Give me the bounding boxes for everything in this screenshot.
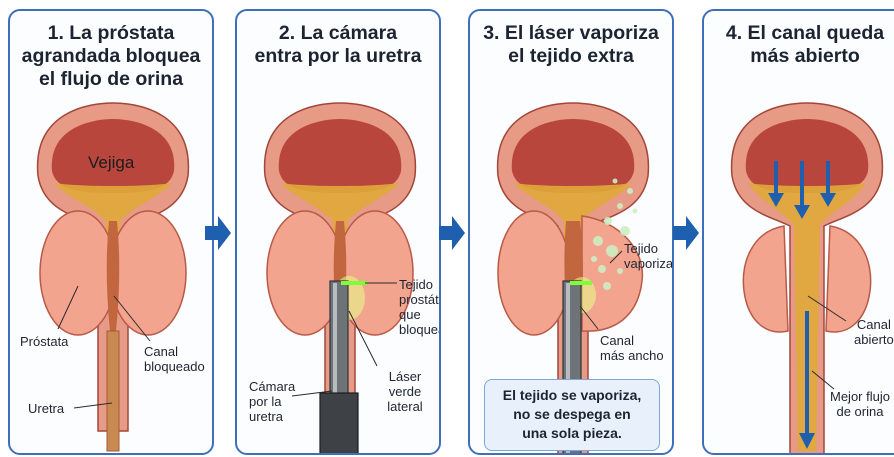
label-line: Cámara [249,379,295,394]
label-urethra: Uretra [28,401,64,416]
panel-step-2: 2. La cámara entra por la uretra Tejido … [235,9,441,455]
label-camera: Cámara por la uretra [249,379,295,424]
label-line: Mejor flujo [830,389,890,404]
label-open-canal: Canal abierto [854,317,894,347]
label-line: por la [249,394,295,409]
label-line: abierto [854,332,894,347]
next-arrow-icon [205,216,231,250]
note-line: no se despega en [485,405,659,424]
label-line: bloqueado [144,359,205,374]
label-line: Láser verde [371,369,439,399]
label-line: lateral [371,399,439,414]
label-vaporized-tissue: Tejido vaporizado [624,241,674,271]
note-line: una sola pieza. [485,424,659,443]
label-line: que bloquea [399,307,441,337]
label-line: de orina [830,404,890,419]
next-arrow-icon [439,216,465,250]
label-blocked-canal: Canal bloqueado [144,344,205,374]
cropped-header-fragment [200,0,760,6]
label-line: prostático [399,292,441,307]
label-line: Canal [854,317,894,332]
note-line: El tejido se vaporiza, [485,386,659,405]
label-lateral-laser: Láser verde lateral [371,369,439,414]
label-line: Canal [144,344,205,359]
label-better-flow: Mejor flujo de orina [830,389,890,419]
label-line: Tejido [624,241,674,256]
panel-step-1: 1. La próstata agrandada bloquea el fluj… [8,9,214,455]
label-bladder: Vejiga [88,155,134,170]
panel-step-3: 3. El láser vaporiza el tejido extra Tej… [468,9,674,455]
label-line: Tejido [399,277,441,292]
next-arrow-icon [673,216,699,250]
label-line: vaporizado [624,256,674,271]
label-wider-canal: Canal más ancho [600,333,664,363]
enlarged-prostate-illustration [10,11,214,455]
label-line: uretra [249,409,295,424]
vaporization-note: El tejido se vaporiza, no se despega en … [484,379,660,451]
label-line: más ancho [600,348,664,363]
label-prostate: Próstata [20,334,68,349]
panel-step-4: 4. El canal queda más abierto Canal abie… [702,9,894,455]
label-blocking-tissue: Tejido prostático que bloquea [399,277,441,337]
label-line: Canal [600,333,664,348]
